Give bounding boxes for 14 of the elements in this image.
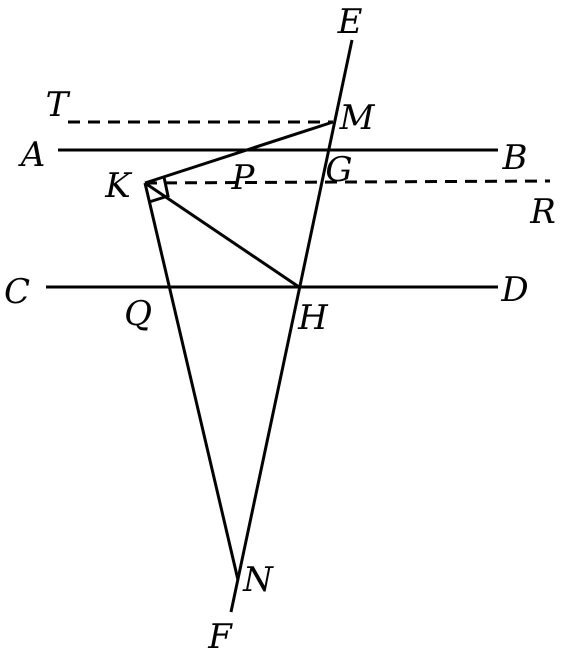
point-label: D: [501, 273, 529, 307]
point-label: F: [208, 620, 232, 654]
point-label: K: [105, 169, 131, 203]
point-label: T: [46, 88, 68, 122]
point-label: C: [4, 275, 30, 309]
point-label: M: [340, 101, 374, 135]
point-label: A: [20, 138, 46, 172]
point-label: B: [502, 141, 528, 175]
point-label: G: [325, 153, 353, 187]
point-label: E: [338, 5, 362, 39]
point-label: R: [530, 195, 556, 229]
point-label: Q: [124, 297, 152, 331]
point-label: H: [298, 301, 328, 335]
point-label: N: [243, 563, 273, 597]
